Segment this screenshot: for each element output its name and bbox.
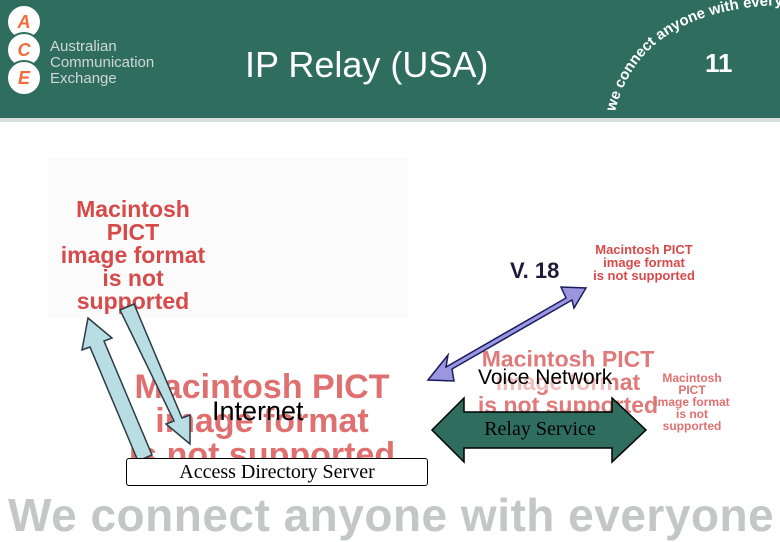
pict-3-line1: Macintosh PICT (134, 368, 390, 406)
pict-2-line3: is not supported (593, 268, 695, 283)
internet-label: Internet (212, 396, 304, 426)
pict-1-line3: is not supported (76, 265, 190, 314)
pict-placeholder-frame (48, 158, 408, 318)
pict-placeholder-2: Macintosh PICT image format is not suppo… (578, 243, 710, 282)
pict-2-line1: Macintosh PICT (595, 242, 693, 257)
pict-5-line3: is not supported (662, 407, 722, 433)
slide-number: 11 (705, 48, 733, 78)
pict-placeholder-1: Macintosh PICT image format is not suppo… (48, 198, 218, 313)
logo-line-3: Exchange (50, 70, 117, 87)
pict-placeholder-5: Macintosh PICT image format is not suppo… (652, 372, 732, 432)
pict-5-line2: image format (654, 395, 730, 409)
pict-5-line1: Macintosh PICT (662, 371, 722, 397)
pict-4-line1: Macintosh PICT (481, 346, 655, 372)
header-bar: A C E Australian Communication Exchange … (0, 0, 780, 122)
logo-line-1: Australian (50, 38, 117, 55)
slide-title: IP Relay (USA) (245, 44, 489, 85)
voice-network-label: Voice Network (478, 366, 613, 390)
pict-1-line1: Macintosh PICT (76, 196, 190, 245)
access-directory-server-box: Access Directory Server (126, 458, 428, 486)
relay-service-label: Relay Service (484, 418, 596, 440)
tagline-arc: we connect anyone with everyone (590, 0, 780, 114)
ace-logo: A C E Australian Communication Exchange (0, 0, 165, 118)
pict-1-line2: image format (60, 242, 206, 268)
footer-watermark: We connect anyone with everyone (8, 489, 775, 541)
pict-3-line2: image format (155, 402, 369, 440)
logo-letter-e: E (6, 60, 42, 96)
pict-2-line2: image format (603, 255, 685, 270)
v18-label: V. 18 (510, 258, 560, 283)
internet-down-arrow (118, 303, 191, 446)
v18-double-arrow (426, 286, 588, 382)
logo-line-2: Communication (50, 54, 155, 71)
relay-service-double-arrow (430, 396, 648, 464)
